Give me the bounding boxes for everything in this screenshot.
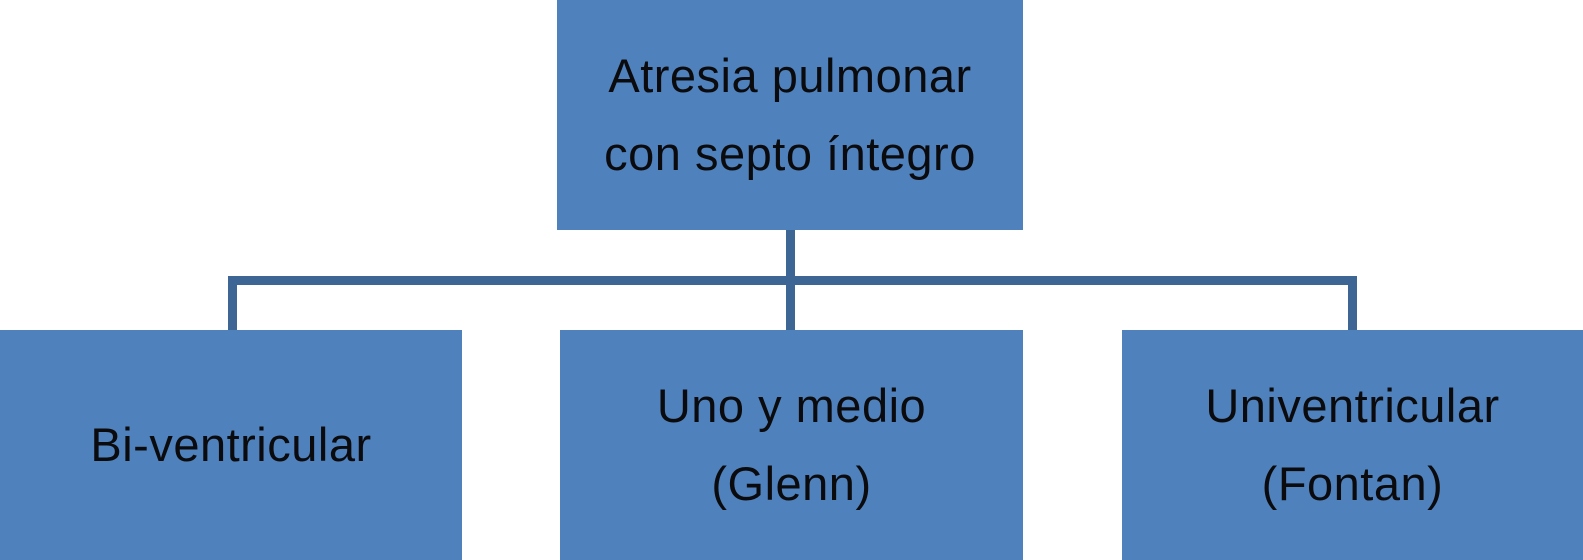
child-node-uno-y-medio: Uno y medio (Glenn) [560, 330, 1023, 560]
child-node-label: Bi-ventricular [90, 418, 372, 471]
connector-drop-left [228, 276, 237, 330]
child-node-biventricular: Bi-ventricular [0, 330, 462, 560]
child-node-label-line2: (Glenn) [711, 457, 872, 510]
connector-drop-right [1348, 276, 1357, 330]
root-node-atresia-pulmonar: Atresia pulmonar con septo íntegro [557, 0, 1023, 230]
root-node-label-line2: con septo íntegro [604, 127, 976, 180]
child-node-univentricular: Univentricular (Fontan) [1122, 330, 1583, 560]
connector-horizontal-bar [228, 276, 1357, 285]
child-node-label-line1: Univentricular [1205, 379, 1500, 432]
child-node-label-line2: (Fontan) [1261, 457, 1444, 510]
root-node-label-line1: Atresia pulmonar [608, 49, 972, 102]
child-node-label-line1: Uno y medio [656, 379, 927, 432]
